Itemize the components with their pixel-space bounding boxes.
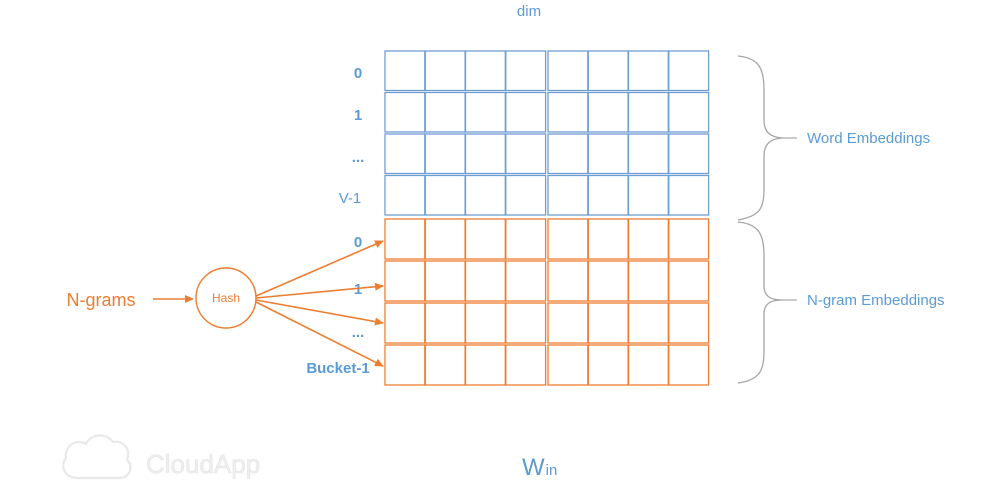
word-embeddings-brace — [737, 55, 783, 221]
ngram-matrix-cell-r2-c6 — [627, 302, 669, 344]
ngram-matrix-cell-r3-c2 — [464, 344, 506, 386]
word-matrix-cell-r0-c6 — [627, 50, 669, 92]
word-matrix-cell-r0-c7 — [668, 50, 710, 92]
word-matrix-cell-r0-c4 — [547, 50, 589, 92]
ngram-matrix-cell-r1-c6 — [627, 260, 669, 302]
ngram-matrix-cell-r3-c6 — [627, 344, 669, 386]
word-matrix-cell-r2-c3 — [505, 133, 547, 175]
ngram-matrix-cell-r1-c2 — [464, 260, 506, 302]
ngram-matrix-cell-r1-c4 — [547, 260, 589, 302]
word-matrix-cell-r1-c3 — [505, 91, 547, 133]
ngram-matrix-cell-r0-c2 — [464, 218, 506, 260]
word-matrix-cell-r2-c2 — [464, 133, 506, 175]
word-row-label-1: 1 — [354, 107, 362, 124]
word-matrix-cell-r1-c1 — [424, 91, 466, 133]
word-matrix-cell-r0-c2 — [464, 50, 506, 92]
ngram-matrix-cell-r3-c3 — [505, 344, 547, 386]
ngrams-input-label: N-grams — [66, 290, 135, 310]
word-matrix-cell-r0-c0 — [384, 50, 426, 92]
word-matrix-cell-r3-c2 — [464, 174, 506, 216]
word-matrix-cell-r3-c7 — [668, 174, 710, 216]
word-matrix-cell-r2-c7 — [668, 133, 710, 175]
ngram-matrix-cell-r3-c7 — [668, 344, 710, 386]
ngram-matrix-cell-r1-c5 — [587, 260, 629, 302]
word-row-label-0: 0 — [354, 65, 362, 82]
matrix-label: Win — [522, 454, 557, 481]
ngram-matrix-cell-r1-c1 — [424, 260, 466, 302]
ngram-matrix-cell-r3-c1 — [424, 344, 466, 386]
word-matrix-cell-r3-c3 — [505, 174, 547, 216]
ngram-matrix-cell-r1-c0 — [384, 260, 426, 302]
word-matrix-cell-r3-c1 — [424, 174, 466, 216]
ngram-matrix-cell-r0-c0 — [384, 218, 426, 260]
word-embeddings-label: Word Embeddings — [807, 130, 930, 147]
word-matrix-cell-r1-c0 — [384, 91, 426, 133]
word-matrix-cell-r3-c6 — [627, 174, 669, 216]
word-matrix-cell-r0-c1 — [424, 50, 466, 92]
matrix-label-main: W — [522, 454, 545, 481]
hash-arrow-to-row-0 — [255, 240, 384, 297]
ngram-matrix-cell-r1-c7 — [668, 260, 710, 302]
word-matrix-cell-r2-c4 — [547, 133, 589, 175]
word-embedding-matrix — [384, 50, 710, 216]
word-row-label-last: V-1 — [339, 190, 362, 207]
cloud-icon — [62, 434, 132, 480]
word-matrix-cell-r2-c1 — [424, 133, 466, 175]
ngram-matrix-cell-r0-c3 — [505, 218, 547, 260]
ngram-embedding-matrix — [384, 218, 710, 386]
hash-arrow-to-row-last — [255, 301, 384, 367]
ngram-matrix-cell-r3-c4 — [547, 344, 589, 386]
ngram-matrix-cell-r2-c0 — [384, 302, 426, 344]
ngram-matrix-cell-r0-c1 — [424, 218, 466, 260]
ngram-row-label-0: 0 — [354, 234, 362, 251]
ngram-matrix-cell-r3-c5 — [587, 344, 629, 386]
word-matrix-cell-r0-c5 — [587, 50, 629, 92]
word-matrix-cell-r1-c5 — [587, 91, 629, 133]
word-matrix-cell-r1-c6 — [627, 91, 669, 133]
ngram-matrix-cell-r2-c5 — [587, 302, 629, 344]
ngram-matrix-cell-r1-c3 — [505, 260, 547, 302]
ngram-matrix-cell-r2-c7 — [668, 302, 710, 344]
ngram-row-label-last: Bucket-1 — [306, 360, 369, 377]
ngram-matrix-cell-r2-c2 — [464, 302, 506, 344]
word-matrix-cell-r2-c6 — [627, 133, 669, 175]
word-matrix-cell-r2-c5 — [587, 133, 629, 175]
word-matrix-cell-r2-c0 — [384, 133, 426, 175]
word-matrix-cell-r1-c4 — [547, 91, 589, 133]
ngram-embeddings-label: N-gram Embeddings — [807, 292, 945, 309]
ngram-embeddings-brace — [737, 221, 783, 384]
dim-label: dim — [517, 3, 541, 20]
hash-arrow-to-row-2 — [255, 299, 384, 326]
ngram-matrix-cell-r3-c0 — [384, 344, 426, 386]
ngram-matrix-cell-r0-c6 — [627, 218, 669, 260]
word-matrix-cell-r1-c7 — [668, 91, 710, 133]
word-matrix-cell-r1-c2 — [464, 91, 506, 133]
matrix-label-subscript: in — [546, 462, 558, 479]
cloudapp-watermark: CloudApp — [62, 434, 261, 480]
word-matrix-cell-r0-c3 — [505, 50, 547, 92]
ngram-matrix-cell-r0-c4 — [547, 218, 589, 260]
word-row-label-ellipsis: ... — [352, 149, 365, 166]
cloudapp-brand-text: CloudApp — [146, 449, 260, 479]
ngram-row-label-1: 1 — [354, 281, 362, 298]
ngram-matrix-cell-r2-c4 — [547, 302, 589, 344]
ngram-matrix-cell-r2-c1 — [424, 302, 466, 344]
word-matrix-cell-r3-c5 — [587, 174, 629, 216]
ngram-matrix-cell-r0-c5 — [587, 218, 629, 260]
word-matrix-cell-r3-c0 — [384, 174, 426, 216]
ngram-matrix-cell-r0-c7 — [668, 218, 710, 260]
ngram-row-label-ellipsis: ... — [352, 324, 365, 341]
hash-node-label: Hash — [212, 291, 240, 305]
word-matrix-cell-r3-c4 — [547, 174, 589, 216]
ngram-matrix-cell-r2-c3 — [505, 302, 547, 344]
hash-arrow-to-row-1 — [255, 282, 384, 299]
